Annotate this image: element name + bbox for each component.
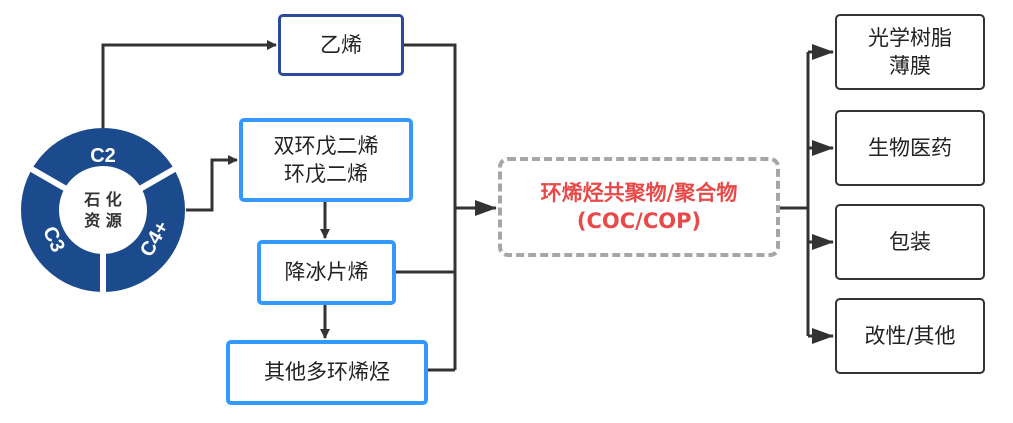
line-product-out [780,52,810,336]
petrochemical-ring: C2 C3 C4+ 石 化 资 源 [21,128,185,296]
node-coc-cop: 环烯烃共聚物/聚合物 (COC/COP) [498,157,780,257]
node-ethylene: 乙烯 [278,14,404,76]
node-label: 降冰片烯 [284,260,369,285]
node-other-polycyclic-olefins: 其他多环烯烃 [226,340,428,405]
app-optical-film: 光学树脂 薄膜 [835,14,985,90]
center-label-2: 资 源 [84,211,122,230]
arrow-c4-to-dcpd [186,155,238,212]
node-dcpd: 双环戊二烯 环戊二烯 [239,118,413,202]
node-label: 生物医药 [868,135,952,160]
center-label-1: 石 化 [83,190,122,209]
product-name: 环烯烃共聚物/聚合物 [540,180,738,205]
node-label: 包装 [889,229,931,254]
node-norbornene: 降冰片烯 [257,240,396,305]
arrow-c2-to-ethylene [101,40,277,128]
node-label: 乙烯 [320,32,362,57]
segment-c2: C2 [90,145,116,167]
node-label: 双环戊二烯 环戊二烯 [273,133,379,186]
app-modification-other: 改性/其他 [835,298,985,374]
line-ethylene-bus [404,43,457,370]
app-biomedical: 生物医药 [835,110,985,186]
node-label: 光学树脂 薄膜 [868,25,952,78]
app-packaging: 包装 [835,204,985,280]
product-abbr: (COC/COP) [576,209,702,233]
node-label: 改性/其他 [864,323,956,348]
node-label: 其他多环烯烃 [264,360,390,385]
